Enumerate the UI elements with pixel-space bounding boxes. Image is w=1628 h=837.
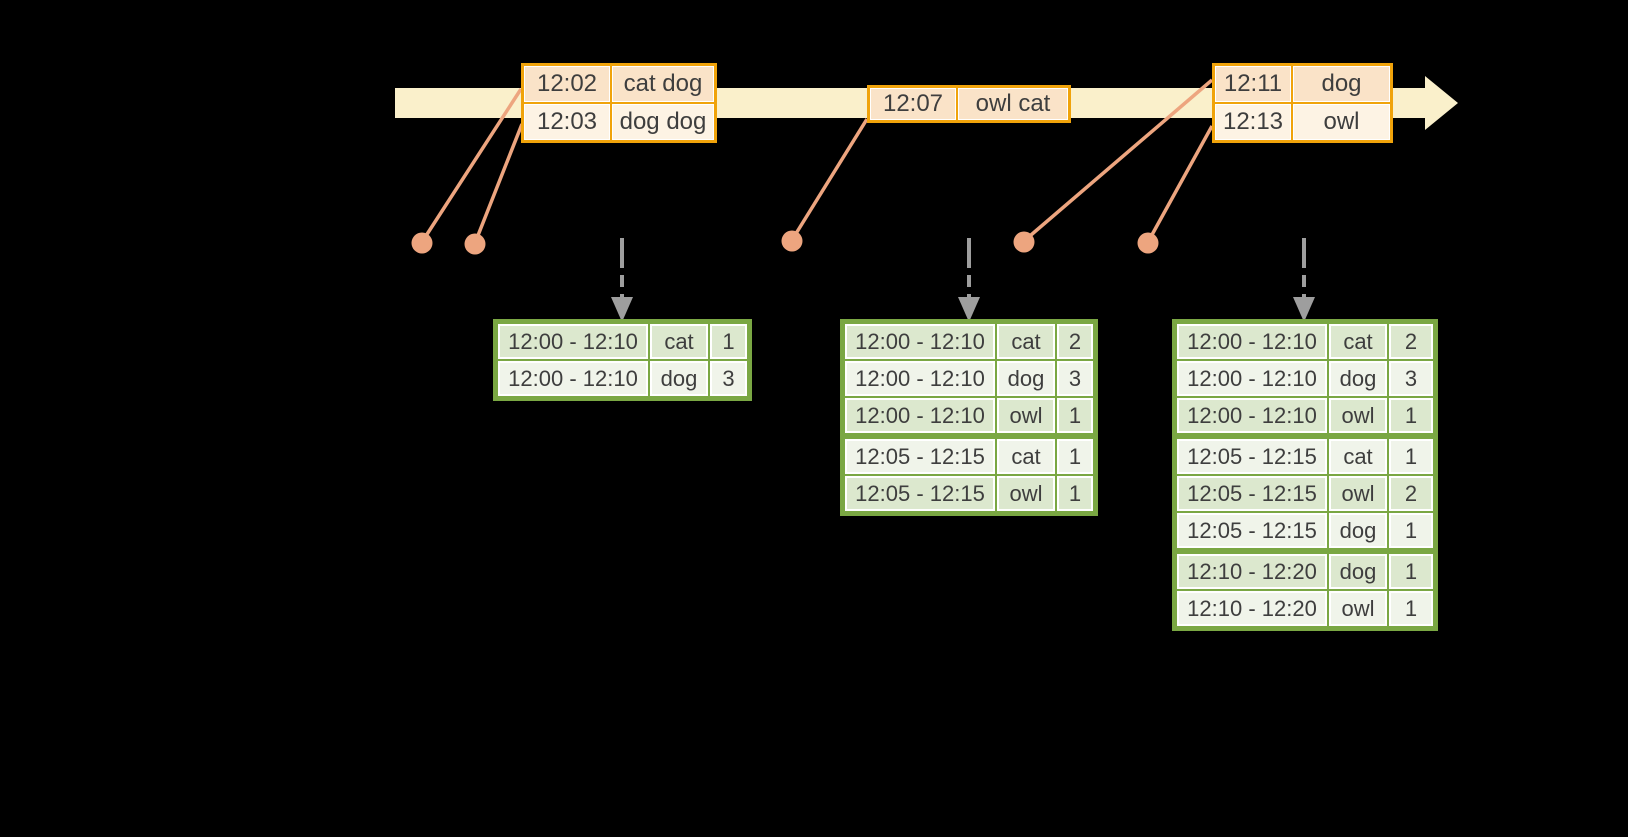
table-cell: 3 xyxy=(1057,361,1093,396)
timeline-arrowhead-icon xyxy=(1425,76,1458,130)
event-time-dot-icon xyxy=(464,233,486,255)
trigger-arrowhead-icon xyxy=(1293,297,1315,322)
table-cell: cat xyxy=(1329,324,1387,359)
table-cell: 12:00 - 12:10 xyxy=(845,361,995,396)
event-time-connector-line xyxy=(1022,78,1214,243)
table-cell: 1 xyxy=(1057,476,1093,511)
table-cell: 1 xyxy=(1389,439,1433,474)
table-cell: 12:00 - 12:10 xyxy=(1177,398,1327,433)
table-cell: 12:07 xyxy=(870,88,956,120)
table-cell: 2 xyxy=(1389,324,1433,359)
table-cell: 1 xyxy=(1389,513,1433,548)
table-cell: dog xyxy=(997,361,1055,396)
table-cell: cat xyxy=(1329,439,1387,474)
table-cell: cat xyxy=(650,324,708,359)
table-cell: dog xyxy=(1293,66,1390,102)
table-cell: 12:05 - 12:15 xyxy=(845,476,995,511)
event-time-dot-icon xyxy=(1013,231,1035,253)
event-time-dot-icon xyxy=(781,230,803,252)
table-cell: owl xyxy=(997,398,1055,433)
table-cell: 3 xyxy=(710,361,747,396)
event-time-connector-line xyxy=(473,123,524,244)
table-cell: dog dog xyxy=(612,104,714,140)
table-cell: cat xyxy=(997,439,1055,474)
event-time-connector-line xyxy=(1146,125,1214,243)
table-cell: 12:00 - 12:10 xyxy=(498,324,648,359)
table-cell: 2 xyxy=(1389,476,1433,511)
table-cell: 12:00 - 12:10 xyxy=(845,398,995,433)
table-cell: 12:05 - 12:15 xyxy=(845,439,995,474)
table-cell: 2 xyxy=(1057,324,1093,359)
table-cell: 12:03 xyxy=(524,104,610,140)
table-cell: 12:05 - 12:15 xyxy=(1177,439,1327,474)
table-cell: 12:00 - 12:10 xyxy=(845,324,995,359)
table-cell: 12:10 - 12:20 xyxy=(1177,591,1327,626)
table-cell: 1 xyxy=(1057,398,1093,433)
table-cell: 1 xyxy=(1389,591,1433,626)
table-cell: 3 xyxy=(1389,361,1433,396)
event-time-dot-icon xyxy=(1137,232,1159,254)
table-cell: 12:00 - 12:10 xyxy=(498,361,648,396)
table-cell: 12:05 - 12:15 xyxy=(1177,513,1327,548)
table-cell: cat xyxy=(997,324,1055,359)
table-cell: 12:00 - 12:10 xyxy=(1177,324,1327,359)
trigger-arrowhead-icon xyxy=(611,297,633,322)
table-cell: 12:05 - 12:15 xyxy=(1177,476,1327,511)
table-cell: 12:11 xyxy=(1215,66,1291,102)
table-cell: dog xyxy=(650,361,708,396)
table-cell: owl cat xyxy=(958,88,1068,120)
table-cell: 12:02 xyxy=(524,66,610,102)
table-cell: dog xyxy=(1329,361,1387,396)
table-cell: owl xyxy=(1329,398,1387,433)
table-cell: cat dog xyxy=(612,66,714,102)
table-cell: dog xyxy=(1329,513,1387,548)
event-time-connector-line xyxy=(420,88,523,243)
event-time-connector-line xyxy=(790,118,869,241)
table-cell: 12:00 - 12:10 xyxy=(1177,361,1327,396)
table-cell: owl xyxy=(1329,591,1387,626)
table-cell: 1 xyxy=(710,324,747,359)
table-cell: owl xyxy=(1329,476,1387,511)
table-cell: dog xyxy=(1329,554,1387,589)
table-cell: 12:10 - 12:20 xyxy=(1177,554,1327,589)
trigger-arrowhead-icon xyxy=(958,297,980,322)
table-cell: 1 xyxy=(1389,398,1433,433)
table-cell: owl xyxy=(1293,104,1390,140)
table-cell: owl xyxy=(997,476,1055,511)
table-cell: 1 xyxy=(1057,439,1093,474)
event-time-dot-icon xyxy=(411,232,433,254)
table-cell: 1 xyxy=(1389,554,1433,589)
table-cell: 12:13 xyxy=(1215,104,1291,140)
